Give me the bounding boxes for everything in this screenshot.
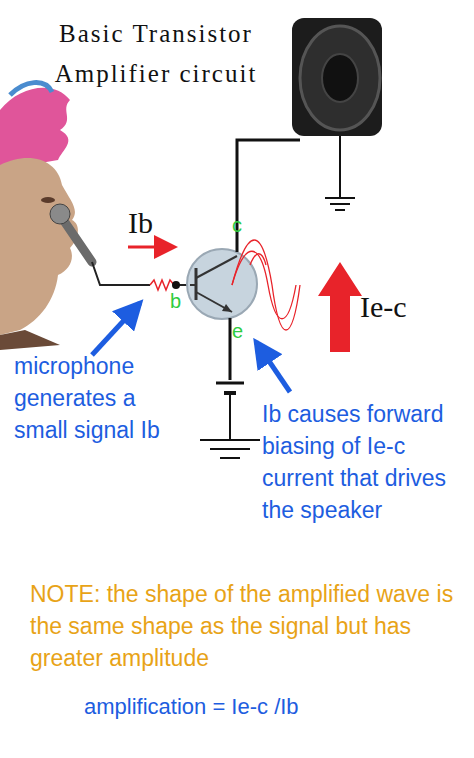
diagram-title: Basic Transistor Amplifier circuit	[6, 14, 306, 94]
annotation-note: Ib causes forward biasing of Ie-c curren…	[262, 398, 472, 526]
ground-symbol	[325, 136, 355, 210]
collector-current-arrow	[318, 262, 362, 352]
shoulder	[0, 330, 60, 350]
face	[0, 158, 78, 335]
speaker-symbol	[292, 18, 382, 136]
annotation-note: microphone generates a small signal Ib	[14, 350, 174, 446]
singer-illustration	[0, 83, 78, 350]
eye	[41, 197, 55, 203]
base-node-dot	[172, 281, 180, 289]
battery-symbol	[216, 383, 244, 440]
ground-symbol	[200, 440, 260, 458]
pink-hair	[0, 88, 70, 170]
emitter-wire	[229, 318, 232, 380]
signal-name: Ie-c	[360, 290, 407, 324]
base-current-arrow	[128, 246, 172, 249]
pin-name: e	[232, 320, 243, 343]
leader-arrow	[92, 303, 140, 355]
input-signal-squiggle	[150, 280, 174, 290]
collector-wire	[237, 140, 300, 252]
formula-text: amplification = Ie-c /Ib	[84, 694, 464, 720]
blue-hair-streak	[10, 83, 52, 95]
signal-name: Ib	[128, 206, 153, 240]
amplified-wave	[232, 240, 300, 330]
pin-name: b	[170, 290, 181, 313]
pin-name: c	[232, 214, 242, 237]
note-text: NOTE: the shape of the amplified wave is…	[30, 578, 460, 674]
leader-arrow	[256, 342, 290, 392]
transistor-symbol	[187, 249, 257, 319]
